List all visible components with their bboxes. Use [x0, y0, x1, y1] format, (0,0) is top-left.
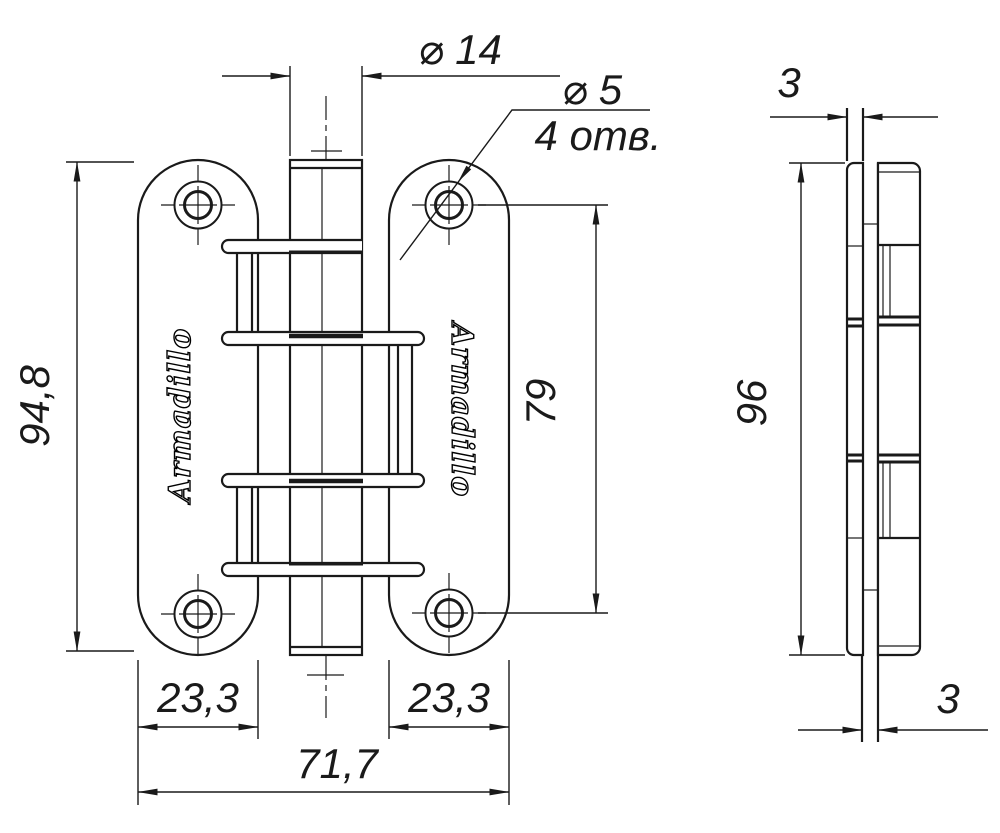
hole-callout-count-label: 4 отв. [535, 112, 662, 159]
screw-hole-bottom-right [412, 573, 486, 653]
link-arm-1 [220, 238, 362, 255]
link-verticals [235, 253, 414, 563]
dimension-plate-thickness: 3 [770, 59, 938, 121]
dimension-pin-thickness: 3 [798, 675, 988, 734]
hinge-barrel [288, 158, 364, 657]
side-pin-strip [863, 163, 880, 655]
dimension-leaf-height: 94,8 [11, 161, 134, 652]
leader-arrowhead [458, 165, 472, 182]
hole-callout-diameter-label: ⌀ 5 [562, 66, 623, 113]
dim-right-leaf-width-label: 23,3 [407, 674, 490, 721]
screw-hole-bottom-left [161, 574, 235, 654]
dim-hole-spacing-label: 79 [517, 379, 564, 426]
dim-overall-width-label: 71,7 [296, 740, 379, 787]
screw-hole-top-left [161, 165, 235, 245]
knuckle-bands [289, 250, 363, 566]
dim-side-height-label: 96 [728, 379, 775, 426]
front-view: Armadillo Armadillo 94,8 79 ⌀ 14 ⌀ 5 4 [11, 26, 661, 805]
dim-pin-thickness-label: 3 [936, 675, 959, 722]
brand-logo-right: Armadillo [444, 320, 479, 497]
left-leaf [136, 158, 260, 657]
right-leaf [387, 158, 511, 657]
side-right-block [876, 161, 922, 657]
dim-barrel-diameter-label: ⌀ 14 [418, 26, 502, 73]
dimension-barrel-diameter: ⌀ 14 [222, 26, 560, 156]
hole-callout: ⌀ 5 4 отв. [399, 66, 662, 261]
side-left-plate [845, 161, 865, 657]
dimension-overall-width: 71,7 [137, 740, 510, 796]
dimension-leaf-widths: 23,3 23,3 [137, 660, 510, 805]
brand-logo-left: Armadillo [163, 328, 198, 505]
dimension-side-height: 96 [728, 162, 845, 656]
screw-hole-top-right [412, 165, 486, 245]
side-view: 96 3 3 [728, 59, 988, 742]
dim-plate-thickness-label: 3 [777, 59, 800, 106]
dim-left-leaf-width-label: 23,3 [156, 674, 239, 721]
dimension-hole-spacing: 79 [478, 204, 608, 614]
link-arm-2 [220, 330, 426, 347]
dim-leaf-height-label: 94,8 [11, 364, 58, 446]
